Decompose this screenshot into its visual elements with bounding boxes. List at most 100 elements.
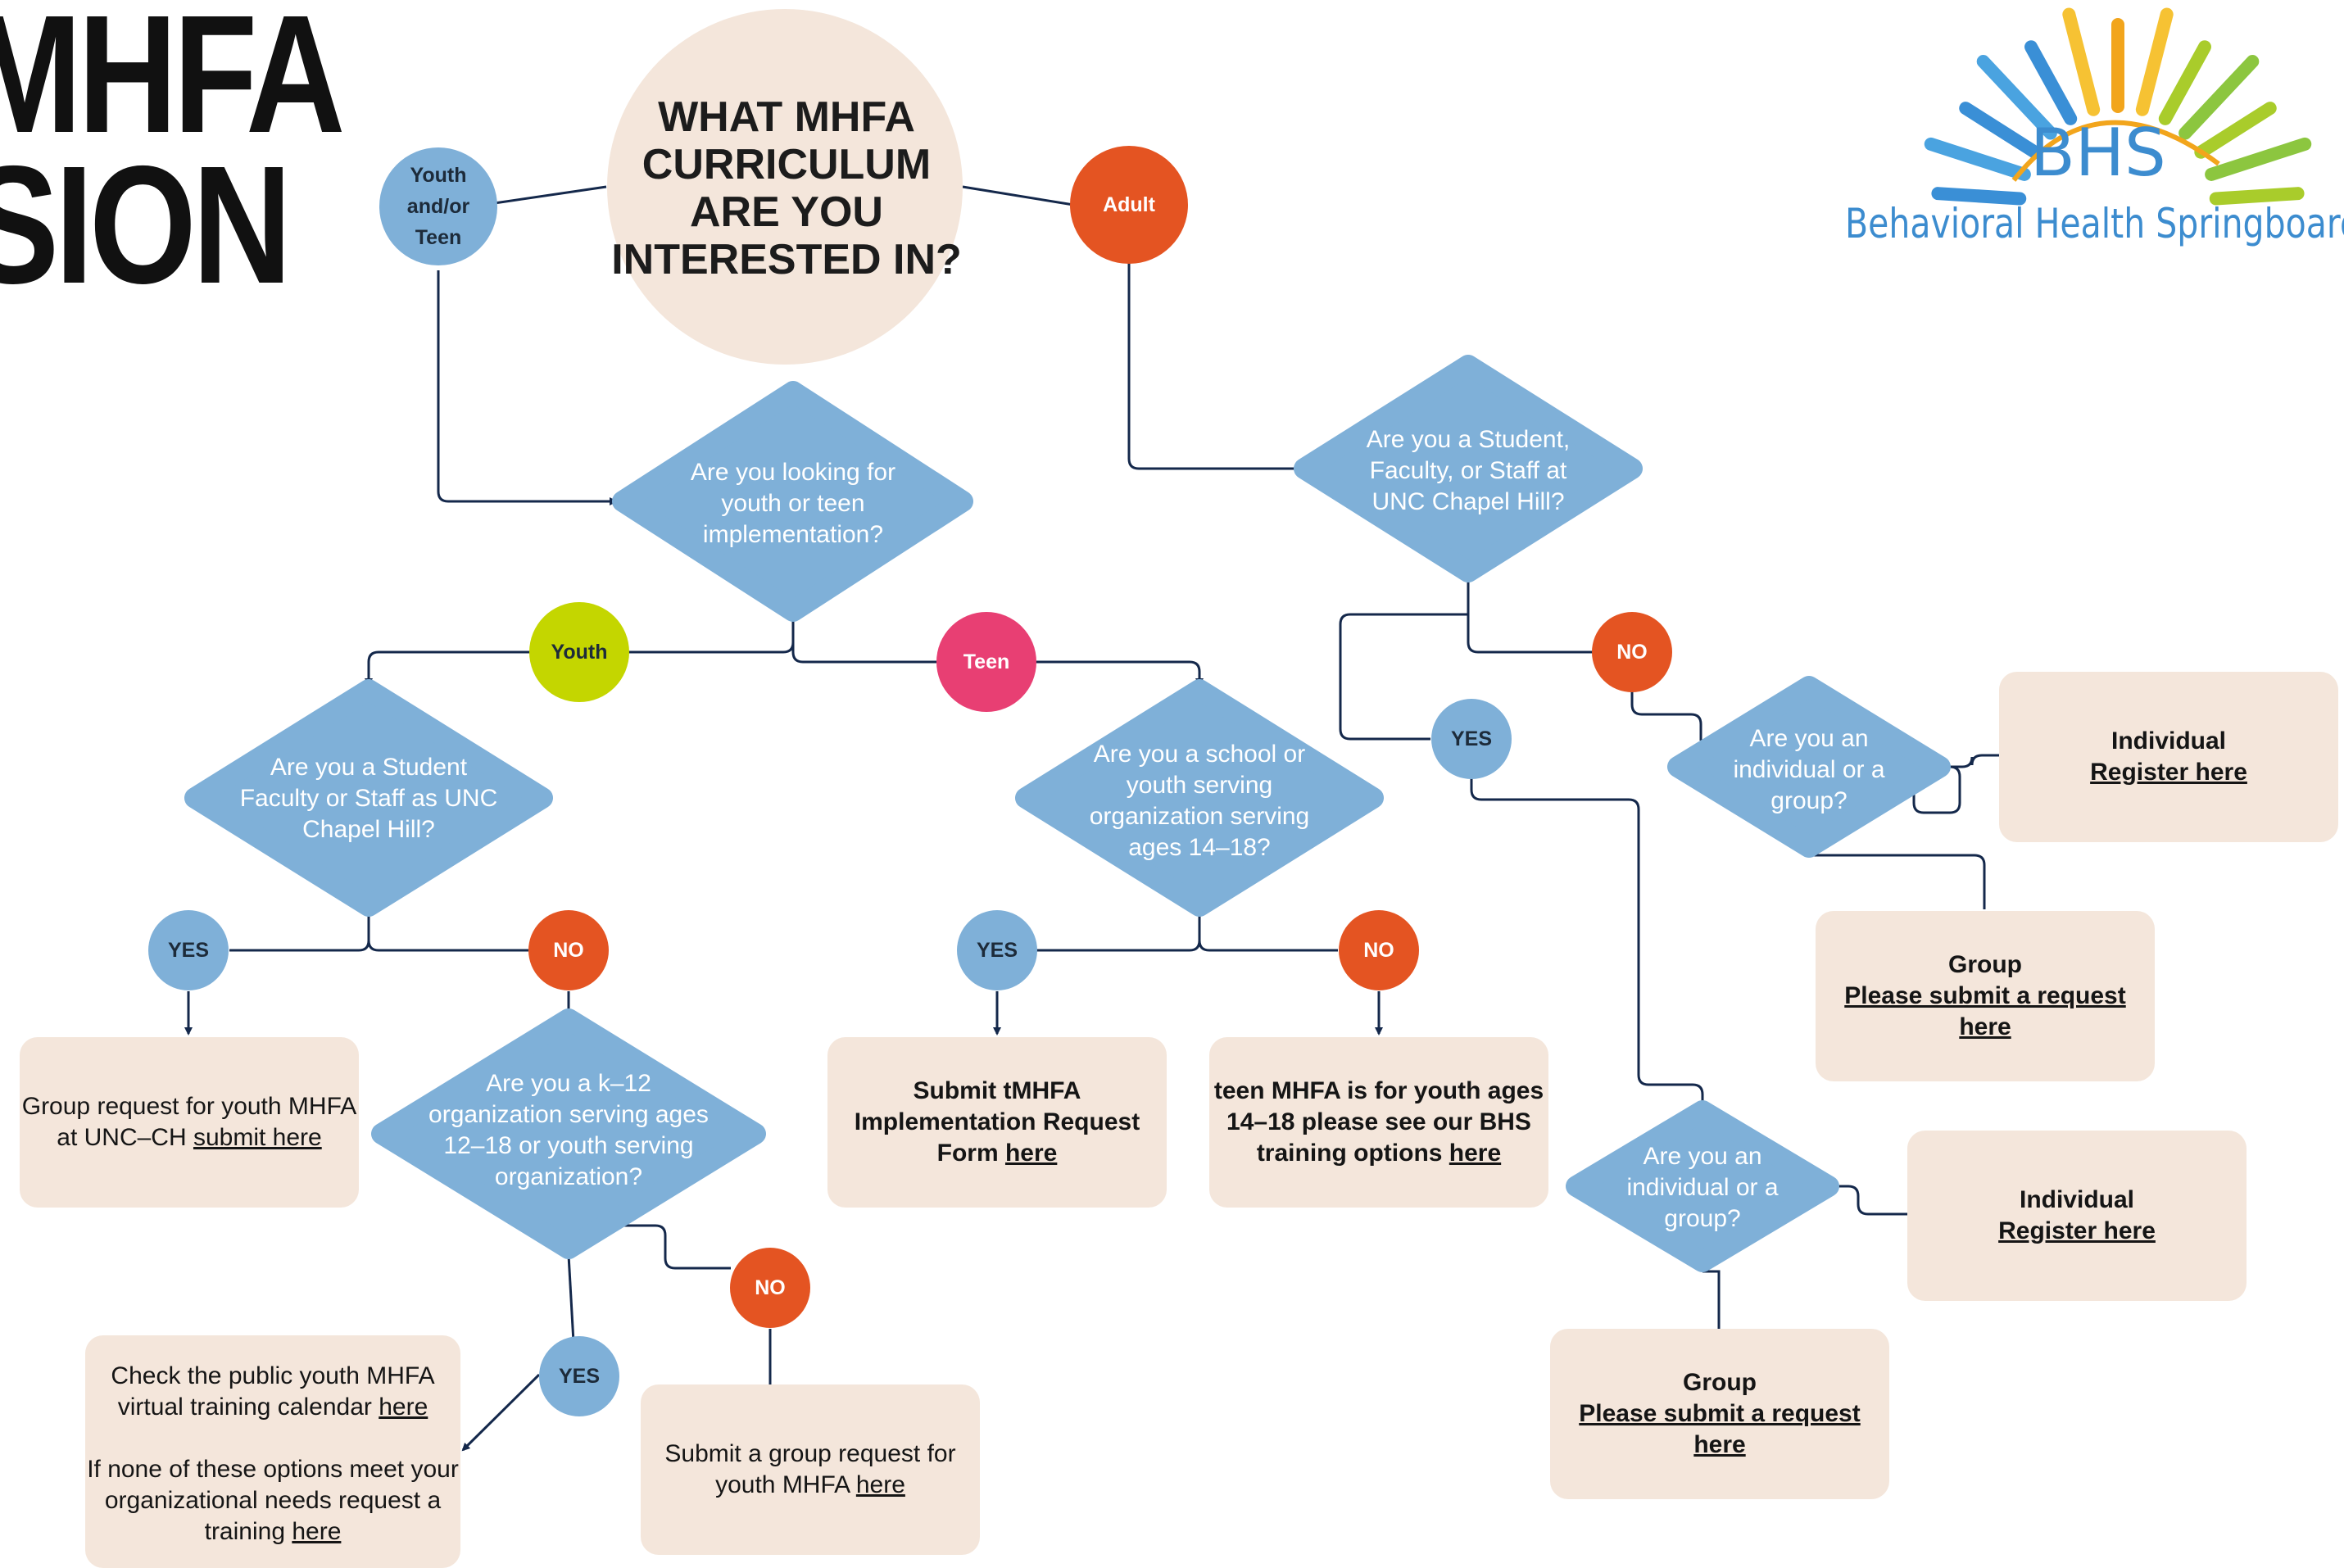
adult-yes-group-link[interactable]: Please submit a request here	[1579, 1400, 1861, 1458]
k12-no-circle[interactable]	[730, 1248, 810, 1328]
youth-public-text: Check the public youth MHFA virtual trai…	[85, 1344, 460, 1565]
adult-label: Adult	[1103, 193, 1155, 216]
logo-sunburst-icon	[1924, 7, 2312, 206]
logo-ray	[1924, 137, 2031, 181]
edge-k12-yes	[567, 1254, 575, 1343]
edge-title-youthteen	[483, 185, 607, 206]
adult-no-group-box[interactable]	[1816, 911, 2155, 1081]
edge-yt-teen	[791, 613, 936, 664]
youth-teen-circle[interactable]	[379, 147, 497, 265]
adult-no-individual-title: Individual	[2111, 727, 2226, 755]
teen-label: Teen	[963, 650, 1010, 673]
k12-no-label: NO	[755, 1276, 786, 1299]
adult-yes-label: YES	[1450, 727, 1493, 750]
logo-ray	[2194, 102, 2277, 159]
adult-yes-individual-link[interactable]: Register here	[1998, 1217, 2156, 1244]
adult-no-individual-box[interactable]	[1999, 672, 2338, 842]
teen-yes-circle[interactable]	[957, 910, 1037, 990]
teen-submit-body: Submit tMHFA Implementation Request Form	[854, 1077, 1140, 1167]
logo-abbr: BHS	[2030, 115, 2166, 191]
logo-ray	[2024, 40, 2078, 125]
edge-k12-no	[623, 1224, 731, 1270]
edge-youthq-no	[367, 908, 528, 952]
adult-no-group-link[interactable]: Please submit a request here	[1844, 982, 2126, 1040]
logo-ray	[2205, 137, 2312, 181]
adult-yes-individual-title: Individual	[2019, 1186, 2134, 1213]
youth-group-unc-box[interactable]	[20, 1037, 359, 1208]
teen-options-box[interactable]	[1209, 1037, 1548, 1208]
adult-no-individual-link[interactable]: Register here	[2090, 759, 2247, 786]
teen-submit-text: Submit tMHFA Implementation Request Form…	[827, 1037, 1167, 1208]
teen-options-link[interactable]: here	[1449, 1140, 1502, 1167]
youth-circle[interactable]	[529, 602, 629, 702]
youth-public-link1[interactable]: here	[379, 1394, 428, 1421]
adult-unc-diamond[interactable]	[1294, 355, 1643, 582]
edge-adultq-yes	[1339, 613, 1468, 741]
youth-unc-diamond[interactable]	[184, 679, 553, 917]
adult-no-individual-text: Individual Register here	[1999, 672, 2338, 842]
adult-no-ind-group-question: Are you an individual or a group?	[1733, 725, 1885, 814]
youth-group-unc-text: Group request for youth MHFA at UNC–CH s…	[20, 1037, 359, 1208]
youth-or-teen-question: Are you looking for youth or teen implem…	[690, 459, 896, 548]
adult-circle[interactable]	[1070, 146, 1188, 264]
edge-youthteen-question	[437, 270, 618, 505]
edge-teenq-no	[1198, 908, 1338, 952]
edge-indgroup1-group	[1809, 854, 1986, 909]
adult-no-label: NO	[1616, 641, 1648, 664]
edge-youth-q	[365, 650, 530, 687]
logo-name: Behavioral Health Springboard	[1845, 200, 2344, 247]
edge-title-adult	[962, 185, 1074, 206]
edge-no-indgroup	[1630, 688, 1702, 741]
youth-teen-label: Youth and/or Teen	[406, 164, 470, 249]
edge-youthq-yes	[229, 908, 370, 952]
youth-group-submit-box[interactable]	[641, 1384, 980, 1555]
youth-no-circle[interactable]	[528, 910, 609, 990]
teen-options-body: teen MHFA is for youth ages 14–18 please…	[1213, 1077, 1544, 1167]
adult-no-ind-group-diamond[interactable]	[1667, 676, 1951, 858]
edge-yes-public	[461, 1373, 541, 1452]
youth-group-unc-link[interactable]: submit here	[193, 1124, 322, 1151]
edge-teenq-yes	[1036, 908, 1201, 952]
logo-ray	[2135, 7, 2174, 116]
adult-yes-group-box[interactable]	[1550, 1329, 1889, 1499]
youth-public-body2: If none of these options meet your organ…	[87, 1456, 459, 1545]
adult-yes-circle[interactable]	[1431, 699, 1512, 779]
adult-unc-question: Are you a Student, Faculty, or Staff at …	[1366, 426, 1571, 515]
youth-yes-circle[interactable]	[148, 910, 229, 990]
logo-ray	[1959, 102, 2042, 159]
edge-yes-indgroup	[1470, 777, 1704, 1106]
youth-group-submit-link[interactable]: here	[855, 1471, 905, 1498]
edge-indgroup2-group	[1702, 1270, 1721, 1329]
teen-submit-link[interactable]: here	[1004, 1140, 1058, 1167]
teen-options-text: teen MHFA is for youth ages 14–18 please…	[1209, 1037, 1548, 1208]
adult-yes-individual-text: Individual Register here	[1907, 1131, 2247, 1301]
teen-school-diamond[interactable]	[1015, 679, 1384, 917]
adult-no-group-text: Group Please submit a request here	[1816, 911, 2155, 1081]
logo-ray	[2158, 40, 2211, 125]
k12-yes-circle[interactable]	[539, 1336, 619, 1416]
teen-circle[interactable]	[936, 612, 1036, 712]
k12-org-diamond[interactable]	[371, 1008, 766, 1259]
youth-no-label: NO	[553, 939, 584, 962]
edge-adult-question	[1127, 261, 1303, 473]
teen-submit-box[interactable]	[827, 1037, 1167, 1208]
logo-arc	[2011, 120, 2220, 182]
teen-no-label: NO	[1363, 939, 1394, 962]
youth-group-unc-body: Group request for youth MHFA at UNC–CH	[21, 1093, 357, 1151]
adult-yes-ind-group-diamond[interactable]	[1566, 1100, 1839, 1272]
k12-org-question: Are you a k–12 organization serving ages…	[428, 1070, 709, 1190]
adult-yes-ind-group-question: Are you an individual or a group?	[1626, 1143, 1779, 1232]
adult-yes-individual-box[interactable]	[1907, 1131, 2247, 1301]
youth-or-teen-diamond[interactable]	[612, 381, 973, 622]
edge-adultq-no	[1467, 572, 1594, 654]
adult-no-circle[interactable]	[1592, 612, 1672, 692]
youth-public-box[interactable]	[85, 1335, 460, 1568]
edge-indgroup1-individual	[1912, 765, 1961, 814]
headline-line1: MHFA	[0, 0, 345, 168]
youth-public-link2[interactable]: here	[292, 1518, 342, 1545]
teen-no-circle[interactable]	[1339, 910, 1419, 990]
logo-ray	[2209, 187, 2305, 206]
edge-yt-youth	[627, 613, 795, 654]
headline-line2: SION	[0, 131, 292, 319]
